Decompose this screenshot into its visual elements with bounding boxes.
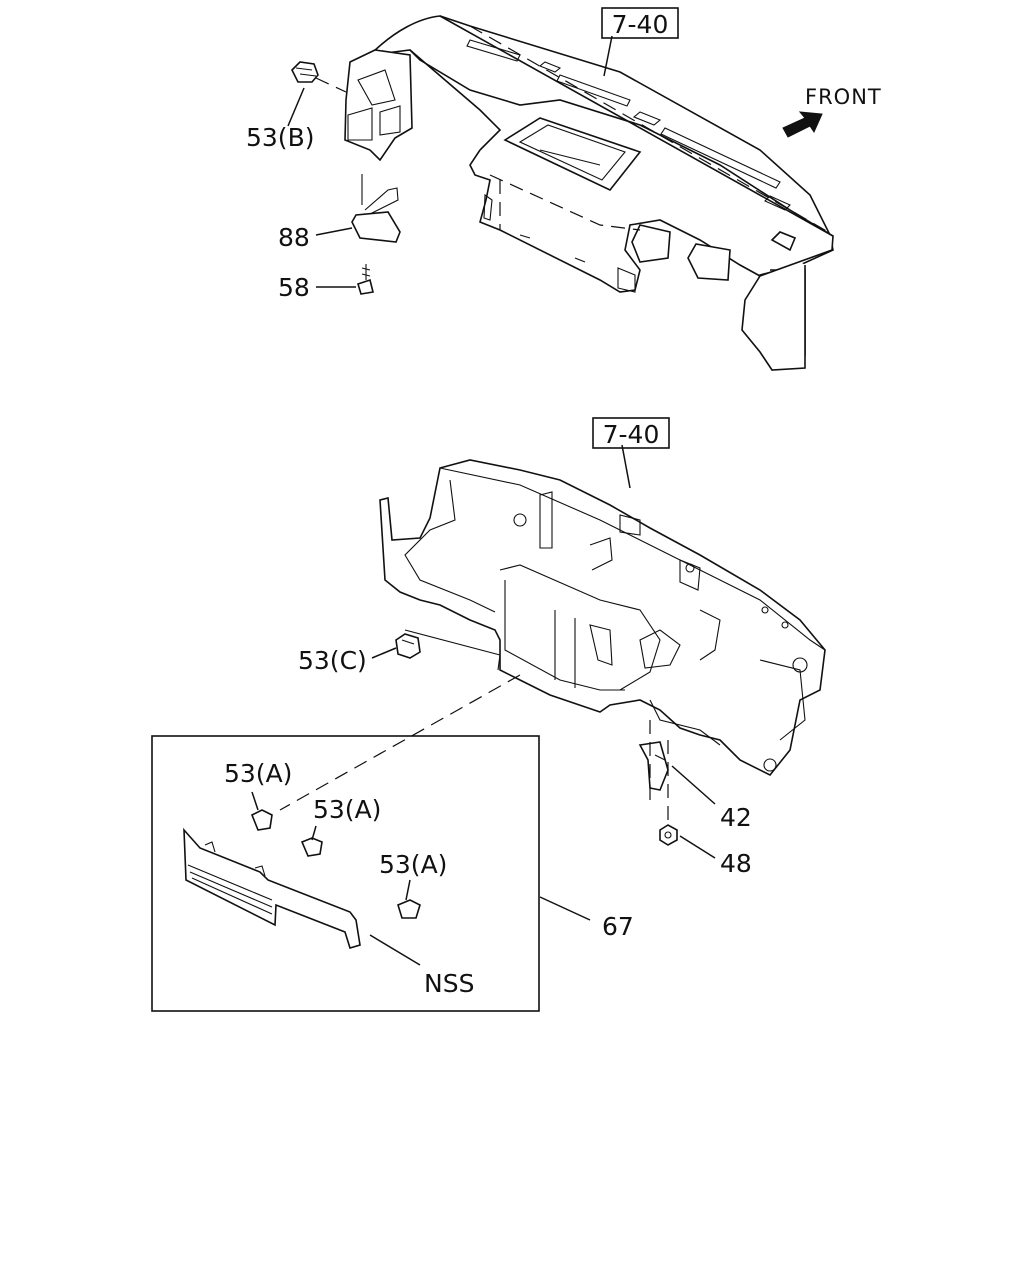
part-label-42: 42 <box>720 803 752 832</box>
part-label-53a-1: 53(A) <box>224 759 292 788</box>
detail-box <box>151 735 540 1012</box>
part-label-67: 67 <box>602 912 634 941</box>
part-label-53c: 53(C) <box>298 646 367 675</box>
instrument-panel-drawing <box>344 15 834 371</box>
part-label-53a-3: 53(A) <box>379 850 447 879</box>
connector-line <box>279 674 521 811</box>
ref-box-bottom: 7-40 <box>592 417 670 449</box>
bracket-88-drawing <box>351 174 401 243</box>
leader-lines <box>251 35 716 966</box>
part-label-48: 48 <box>720 849 752 878</box>
nut-48-drawing <box>659 824 678 846</box>
part-label-nss: NSS <box>424 969 474 998</box>
ref-box-top: 7-40 <box>601 7 679 39</box>
ref-label-bottom: 7-40 <box>603 420 660 449</box>
front-label: FRONT <box>805 85 882 109</box>
screw-58-drawing <box>357 264 374 295</box>
front-arrow-icon <box>782 111 823 138</box>
panel-frame-drawing <box>379 459 826 820</box>
part-label-88: 88 <box>278 223 310 252</box>
clip-53c-drawing <box>395 629 501 671</box>
part-label-58: 58 <box>278 273 310 302</box>
part-label-53a-2: 53(A) <box>313 795 381 824</box>
ref-label-top: 7-40 <box>612 10 669 39</box>
clip-53b-drawing <box>291 61 347 93</box>
part-label-53b: 53(B) <box>246 123 314 152</box>
